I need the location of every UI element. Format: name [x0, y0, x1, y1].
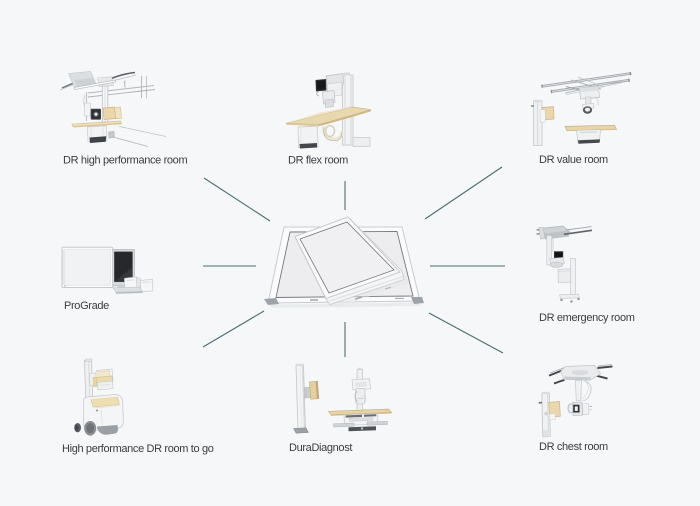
- svg-text:DuraDiagnost: DuraDiagnost: [289, 442, 352, 454]
- svg-text:DR value room: DR value room: [539, 154, 608, 166]
- svg-text:High performance DR room to go: High performance DR room to go: [62, 443, 214, 455]
- svg-text:ProGrade: ProGrade: [64, 300, 109, 312]
- svg-text:DR high performance room: DR high performance room: [63, 155, 187, 167]
- svg-text:DR chest room: DR chest room: [539, 441, 608, 453]
- svg-text:DR flex room: DR flex room: [288, 155, 348, 167]
- svg-text:DR emergency room: DR emergency room: [539, 312, 635, 324]
